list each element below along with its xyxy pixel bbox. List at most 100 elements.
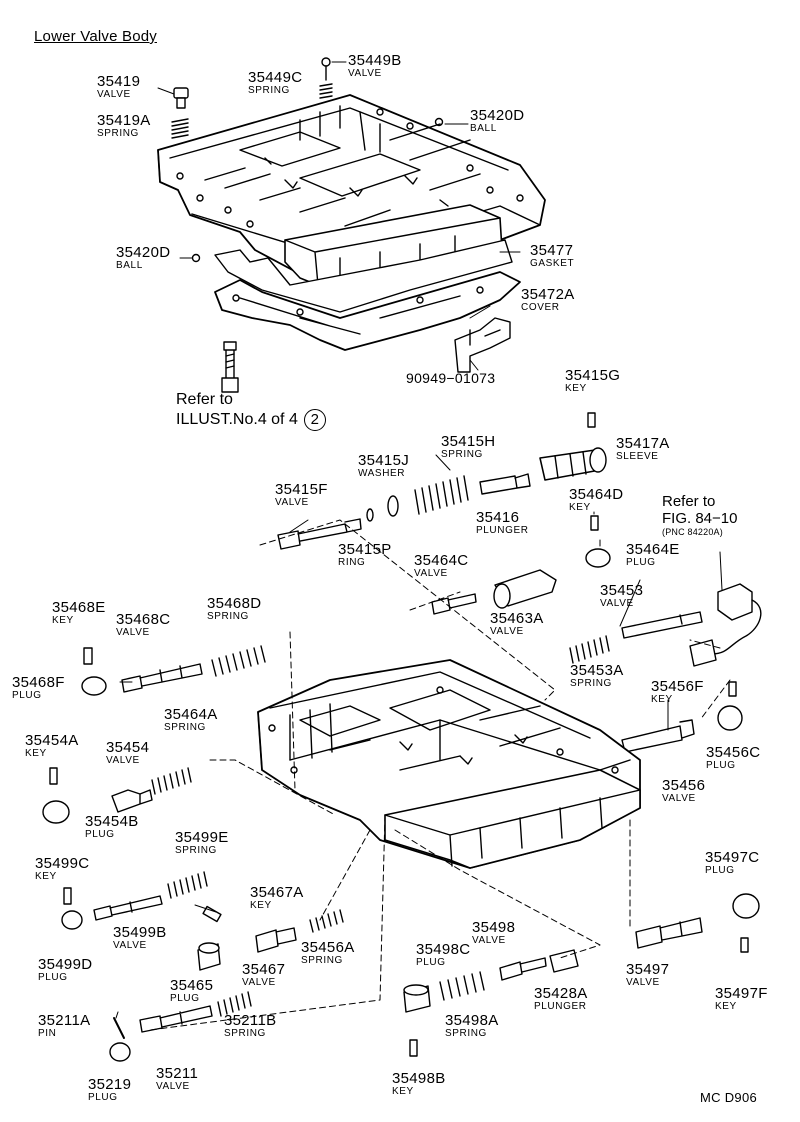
part-name: PLUG: [705, 865, 735, 876]
part-number: 35456: [662, 777, 706, 794]
part-number: 35499E: [175, 829, 229, 846]
part-number: 35464C: [414, 552, 469, 569]
part-number: 35211A: [38, 1012, 91, 1029]
part-number: 35468E: [52, 599, 106, 616]
connector-part-number[interactable]: 90949−01073: [406, 370, 496, 386]
part-number: 35415H: [441, 433, 496, 450]
part-name: BALL: [470, 123, 497, 134]
part-name: VALVE: [490, 626, 524, 637]
part-name: VALVE: [113, 940, 147, 951]
part-number: 35498C: [416, 941, 471, 958]
part-name: COVER: [521, 302, 560, 313]
part-number: 35454A: [25, 732, 79, 749]
part-number: 35467: [242, 961, 286, 978]
part-name: KEY: [250, 900, 272, 911]
illust-number-badge: 2: [303, 409, 326, 431]
part-number: 35497F: [715, 985, 768, 1002]
part-number: 35468D: [207, 595, 262, 612]
part-name: VALVE: [97, 89, 131, 100]
part-name: SPRING: [445, 1028, 487, 1039]
part-name: SPRING: [207, 611, 249, 622]
part-name: PLUG: [12, 690, 42, 701]
refer-fig-line1: Refer to: [662, 493, 716, 510]
refer-fig-note[interactable]: Refer to FIG. 84−10 (PNC 84220A): [662, 493, 737, 537]
part-number: 35415F: [275, 481, 328, 498]
part-name: GASKET: [530, 258, 575, 269]
left-side-parts-drawing: [43, 646, 343, 1061]
part-number: 35499B: [113, 924, 167, 941]
part-name: PIN: [38, 1028, 57, 1039]
part-number: 35453: [600, 582, 644, 599]
part-number: 35498: [472, 919, 516, 936]
lower-valve-body-drawing: [258, 660, 640, 868]
part-number: 35463A: [490, 610, 544, 627]
part-name: VALVE: [242, 977, 276, 988]
part-number: 35464A: [164, 706, 218, 723]
part-name: SPRING: [224, 1028, 266, 1039]
part-number: 35449B: [348, 52, 402, 69]
part-name: PLUG: [626, 557, 656, 568]
part-number: 35456F: [651, 678, 704, 695]
part-name: SPRING: [175, 845, 217, 856]
part-number: 35449C: [248, 69, 303, 86]
part-name: VALVE: [662, 793, 696, 804]
part-name: PLUG: [85, 829, 115, 840]
part-name: VALVE: [275, 497, 309, 508]
part-name: PLUG: [170, 993, 200, 1004]
part-name: VALVE: [106, 755, 140, 766]
